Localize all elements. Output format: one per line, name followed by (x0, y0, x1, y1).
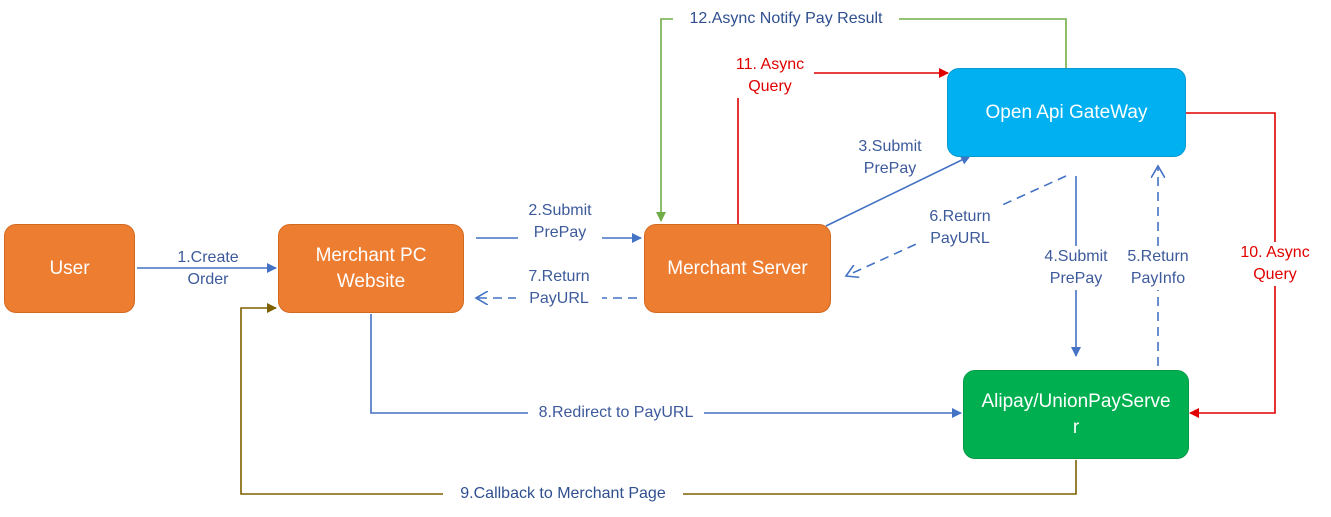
edge-1-label: 1.Create Order (177, 249, 239, 288)
edge-11-label: 11. Async Query (726, 54, 814, 98)
merchant-website-label: Merchant PC Website (315, 244, 427, 292)
merchant-website-node: Merchant PC Website (278, 224, 464, 313)
edge-8-line (370, 314, 962, 418)
edge-3-label: 3.Submit PrePay (858, 138, 922, 177)
gateway-node: Open Api GateWay (947, 68, 1186, 157)
gateway-label: Open Api GateWay (985, 101, 1148, 123)
user-node: User (4, 224, 135, 313)
edge-7-label: 7.Return PayURL (516, 266, 602, 310)
edge-10-label: 10. Async Query (1231, 242, 1319, 286)
edge-3-line (825, 155, 971, 227)
merchant-server-node: Merchant Server (644, 224, 831, 313)
edge-6-label: 6.Return PayURL (918, 206, 1002, 250)
pay-server-node: Alipay/UnionPayServe r (963, 370, 1189, 459)
user-label: User (49, 257, 90, 279)
edge-5-label: 5.Return PayInfo (1116, 246, 1200, 290)
edge-9-label: 9.Callback to Merchant Page (443, 483, 683, 505)
edge-12-label: 12.Async Notify Pay Result (673, 8, 899, 30)
edge-2-label: 2.Submit PrePay (518, 200, 602, 244)
edge-4-label: 4.Submit PrePay (1034, 246, 1118, 290)
pay-server-label: Alipay/UnionPayServe r (981, 390, 1171, 438)
merchant-server-label: Merchant Server (667, 257, 808, 279)
edge-8-label: 8.Redirect to PayURL (528, 402, 704, 424)
edge-9-line (240, 303, 1077, 495)
